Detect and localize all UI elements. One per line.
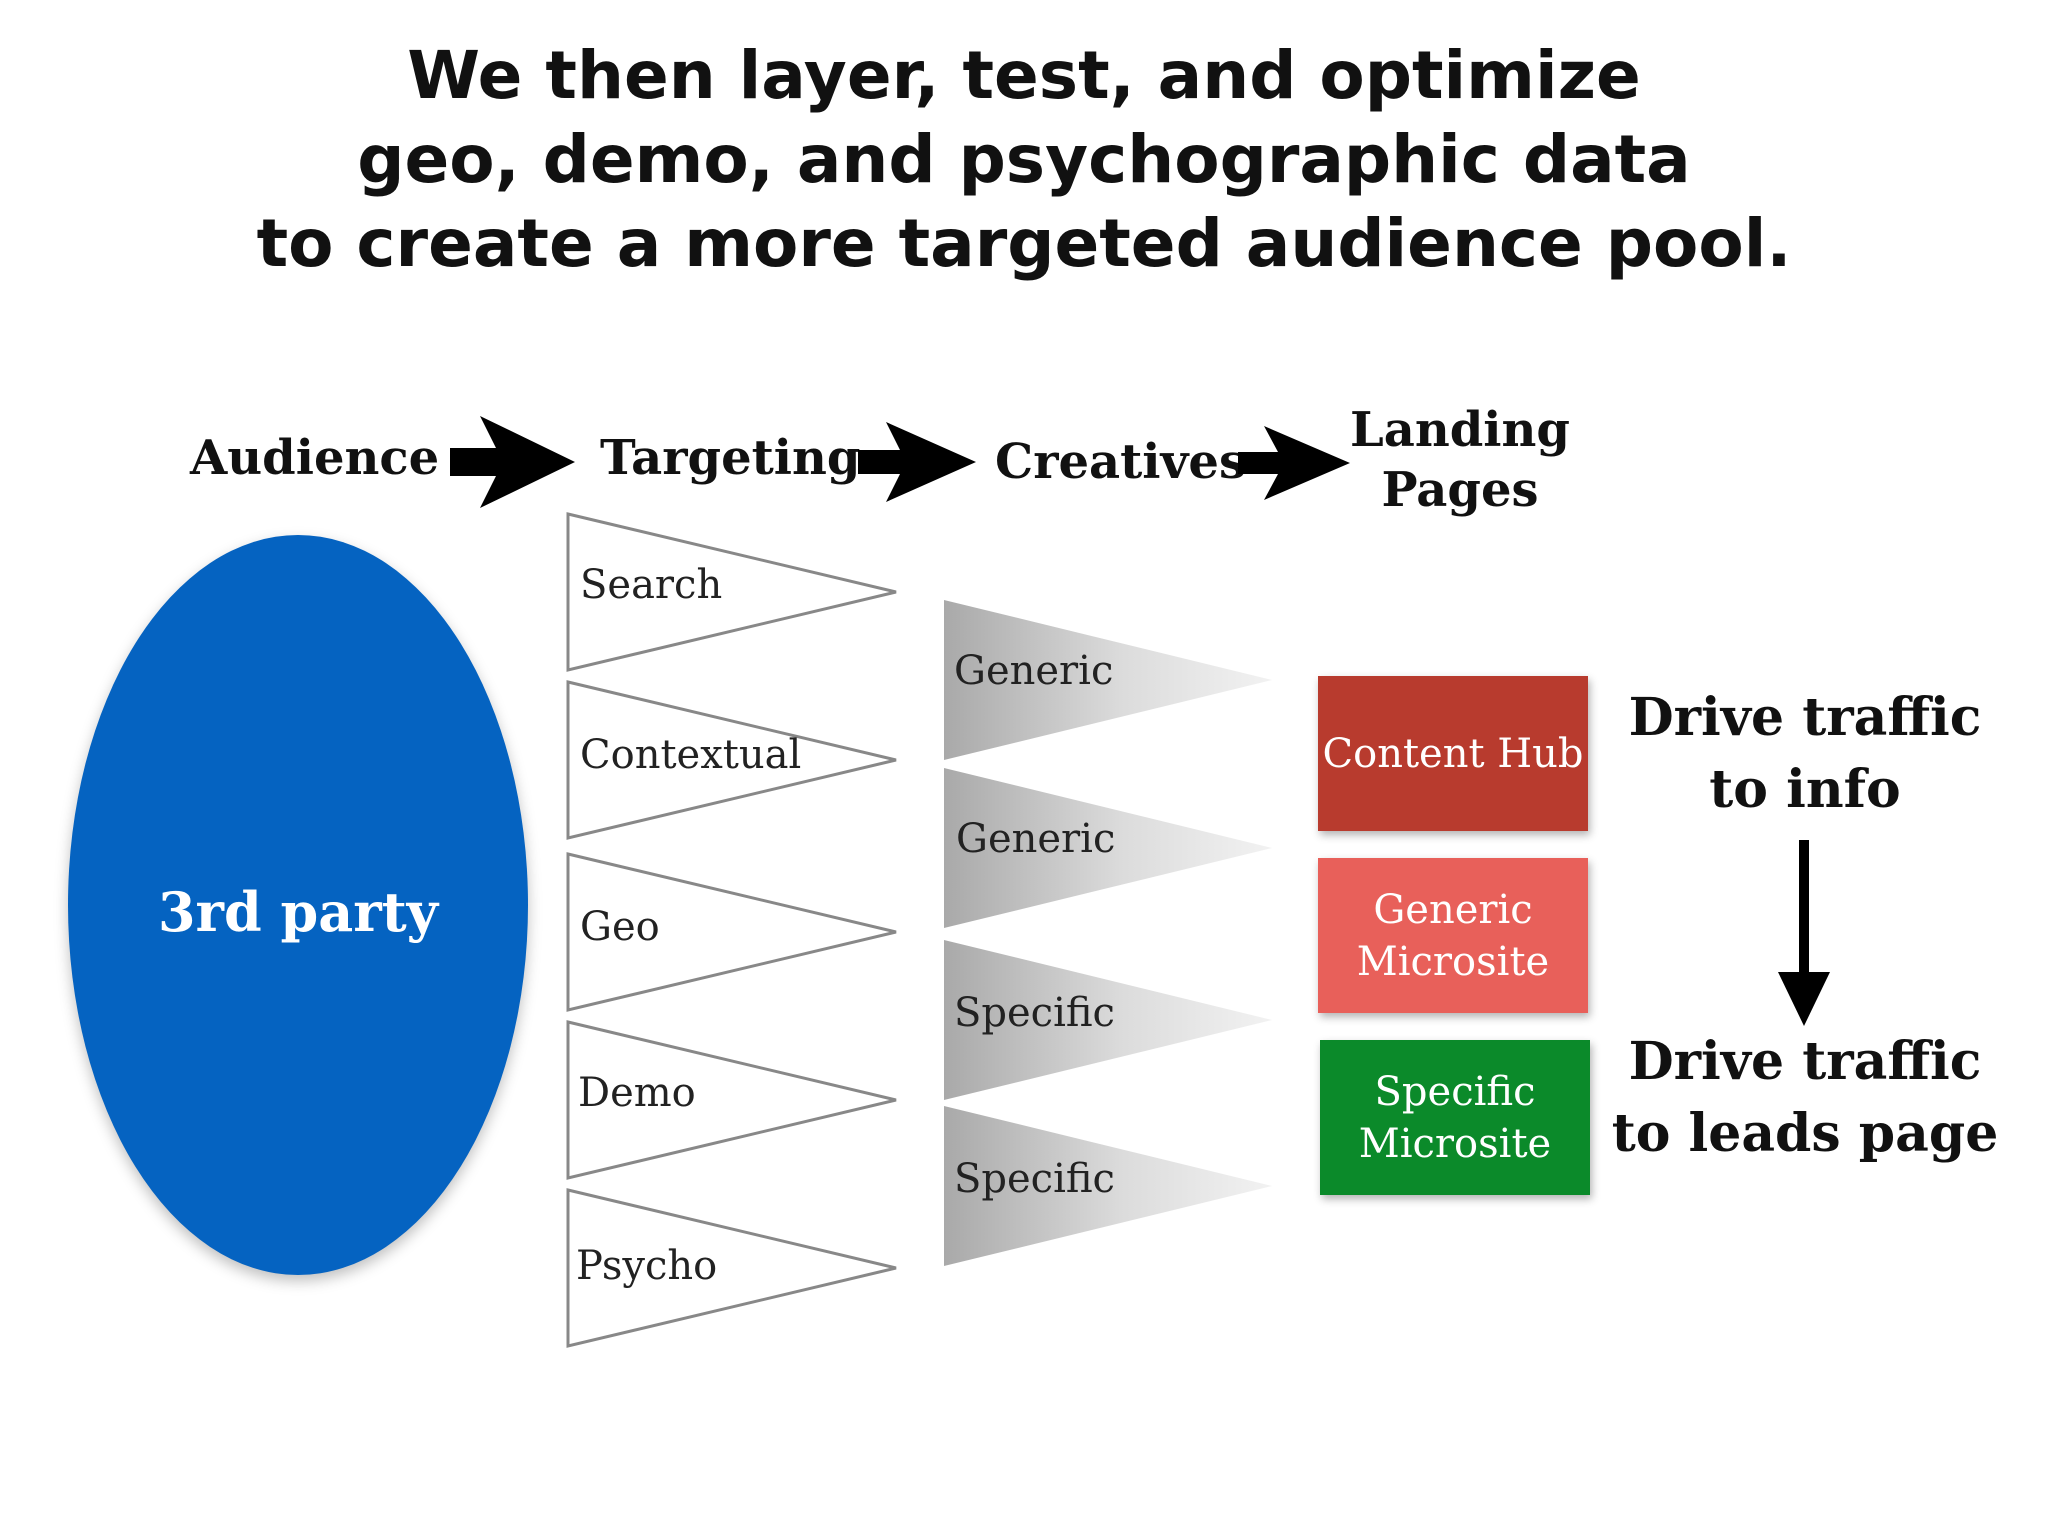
header-landing-line: Pages bbox=[1381, 462, 1539, 518]
creative-label: Generic bbox=[956, 816, 1116, 862]
title-line: to create a more targeted audience pool. bbox=[256, 205, 1792, 282]
audience-oval bbox=[68, 535, 528, 1275]
outcome-leads: Drive traffic to leads page bbox=[1600, 1026, 2010, 1170]
targeting-pennant-search bbox=[566, 512, 897, 672]
outcome-info: Drive traffic to info bbox=[1600, 682, 2010, 826]
landing-label: Microsite bbox=[1356, 938, 1550, 985]
title-line: geo, demo, and psychographic data bbox=[357, 121, 1691, 198]
header-landing-pages: Landing Pages bbox=[1340, 400, 1580, 520]
outcome-line: Drive traffic bbox=[1628, 687, 1982, 748]
creative-label: Generic bbox=[954, 648, 1114, 694]
title-line: We then layer, test, and optimize bbox=[407, 37, 1641, 114]
landing-specific-microsite: Specific Microsite bbox=[1320, 1040, 1590, 1195]
landing-label: Content Hub bbox=[1322, 730, 1584, 777]
right-arrow-icon bbox=[450, 416, 575, 508]
outcome-line: Drive traffic bbox=[1628, 1031, 1982, 1092]
targeting-pennant-contextual bbox=[566, 680, 897, 840]
slide-title: We then layer, test, and optimize geo, d… bbox=[0, 34, 2048, 286]
outcome-line: to leads page bbox=[1611, 1103, 1999, 1164]
targeting-pennant-geo bbox=[566, 852, 897, 1012]
targeting-label: Contextual bbox=[580, 732, 802, 778]
targeting-pennant-demo bbox=[566, 1020, 897, 1180]
down-arrow-icon bbox=[1778, 840, 1830, 1026]
targeting-label: Demo bbox=[578, 1070, 696, 1116]
right-arrow-icon bbox=[1238, 426, 1350, 500]
targeting-label: Psycho bbox=[576, 1243, 718, 1289]
header-targeting: Targeting bbox=[600, 430, 861, 486]
outcome-line: to info bbox=[1709, 759, 1901, 820]
creative-pennant-specific bbox=[944, 940, 1272, 1100]
creative-pennant-specific bbox=[944, 1106, 1272, 1266]
creative-label: Specific bbox=[954, 1156, 1115, 1202]
creative-pennant-generic bbox=[944, 600, 1272, 760]
landing-label: Generic bbox=[1373, 886, 1533, 933]
creative-pennant-generic bbox=[944, 768, 1272, 928]
targeting-label: Geo bbox=[580, 904, 660, 950]
header-creatives: Creatives bbox=[995, 434, 1246, 490]
targeting-label: Search bbox=[580, 562, 723, 608]
landing-content-hub: Content Hub bbox=[1318, 676, 1588, 831]
header-audience: Audience bbox=[190, 430, 440, 486]
right-arrow-icon bbox=[858, 422, 976, 502]
targeting-pennant-psycho bbox=[566, 1188, 897, 1348]
landing-label: Specific bbox=[1374, 1068, 1536, 1115]
audience-oval-label: 3rd party bbox=[157, 880, 439, 944]
header-landing-line: Landing bbox=[1349, 402, 1570, 458]
landing-generic-microsite: Generic Microsite bbox=[1318, 858, 1588, 1013]
landing-label: Microsite bbox=[1358, 1120, 1552, 1167]
creative-label: Specific bbox=[954, 990, 1115, 1036]
